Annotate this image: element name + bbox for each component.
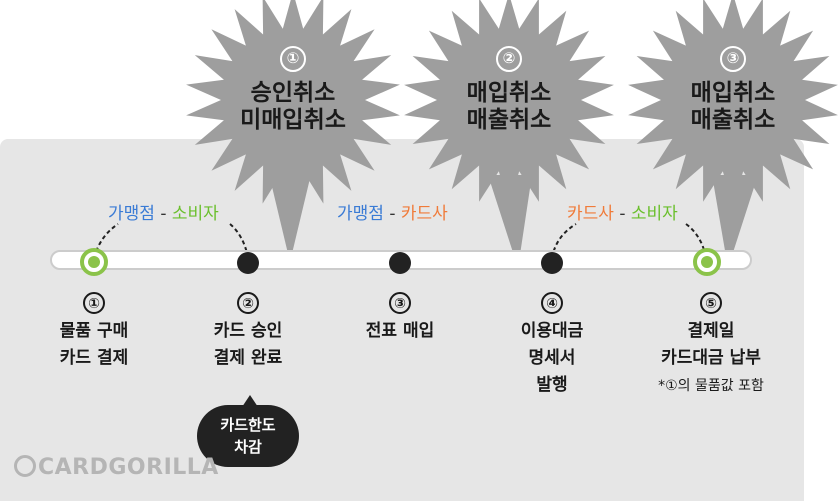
burst-1-tail — [268, 170, 312, 262]
pair-1-left: 가맹점 — [108, 204, 155, 224]
card-limit-bubble: 카드한도 차감 — [197, 395, 299, 467]
burst-2-line1: 매입취소 — [466, 80, 552, 106]
timeline-dot-1 — [80, 248, 108, 276]
step-2-line1: 카드 승인 — [213, 321, 283, 341]
timeline-dot-5 — [693, 248, 721, 276]
step-3-number: ③ — [389, 292, 411, 314]
burst-2-line2: 매출취소 — [466, 107, 552, 133]
burst-1-line2: 미매입취소 — [240, 107, 346, 133]
step-4: ④ 이용대금 명세서 발행 — [492, 292, 612, 399]
step-3: ③ 전표 매입 — [340, 292, 460, 345]
bubble-line2: 차감 — [234, 438, 262, 456]
timeline-dot-4 — [541, 252, 563, 274]
burst-2-text: ② 매입취소 매출취소 — [434, 43, 584, 134]
pair-1-sep: - — [160, 204, 167, 224]
pair-1-right: 소비자 — [171, 204, 219, 224]
burst-1-line1: 승인취소 — [250, 80, 336, 106]
burst-1-text: ① 승인취소 미매입취소 — [218, 43, 368, 134]
burst-2-tail — [488, 175, 532, 268]
burst-3-tail — [712, 175, 758, 268]
step-1: ① 물품 구매 카드 결제 — [34, 292, 154, 372]
step-1-line1: 물품 구매 — [59, 321, 129, 341]
step-4-line3: 발행 — [536, 375, 568, 395]
pair-3: 카드사 - 소비자 — [567, 199, 678, 224]
burst-3-number: ③ — [720, 46, 746, 72]
pair-2-right: 카드사 — [400, 204, 448, 224]
burst-3-text: ③ 매입취소 매출취소 — [658, 43, 808, 134]
pair-2-left: 가맹점 — [337, 204, 384, 224]
burst-3-line1: 매입취소 — [690, 80, 776, 106]
step-3-line1: 전표 매입 — [365, 321, 435, 341]
step-1-line2: 카드 결제 — [59, 348, 129, 368]
burst-1 — [186, 0, 400, 208]
cardgorilla-logo: CARDGORILLA — [14, 455, 219, 480]
step-4-line2: 명세서 — [528, 348, 576, 368]
step-5-note: *①의 물품값 포함 — [658, 378, 764, 394]
burst-2 — [404, 0, 614, 206]
step-4-line1: 이용대금 — [520, 321, 584, 341]
step-5: ⑤ 결제일 카드대금 납부 *①의 물품값 포함 — [626, 292, 796, 400]
pair-3-right: 소비자 — [630, 204, 678, 224]
step-5-number: ⑤ — [700, 292, 722, 314]
burst-3 — [628, 0, 838, 206]
burst-1-number: ① — [280, 46, 306, 72]
bubble-line1: 카드한도 — [220, 416, 276, 434]
burst-3-line2: 매출취소 — [690, 107, 776, 133]
pair-2-sep: - — [389, 204, 396, 224]
step-1-number: ① — [83, 292, 105, 314]
step-2: ② 카드 승인 결제 완료 — [188, 292, 308, 372]
step-4-number: ④ — [541, 292, 563, 314]
timeline-dot-2 — [237, 252, 259, 274]
timeline-dot-3 — [389, 252, 411, 274]
logo-text: CARDGORILLA — [38, 455, 219, 480]
pair-3-left: 카드사 — [567, 204, 614, 224]
diagram-panel — [0, 139, 804, 501]
pair-1: 가맹점 - 소비자 — [108, 199, 219, 224]
burst-2-number: ② — [496, 46, 522, 72]
gorilla-icon — [14, 455, 36, 477]
step-2-number: ② — [237, 292, 259, 314]
step-2-line2: 결제 완료 — [213, 348, 283, 368]
pair-2: 가맹점 - 카드사 — [337, 199, 448, 224]
pair-3-sep: - — [619, 204, 626, 224]
step-5-line2: 카드대금 납부 — [661, 348, 761, 368]
step-5-line1: 결제일 — [687, 321, 735, 341]
